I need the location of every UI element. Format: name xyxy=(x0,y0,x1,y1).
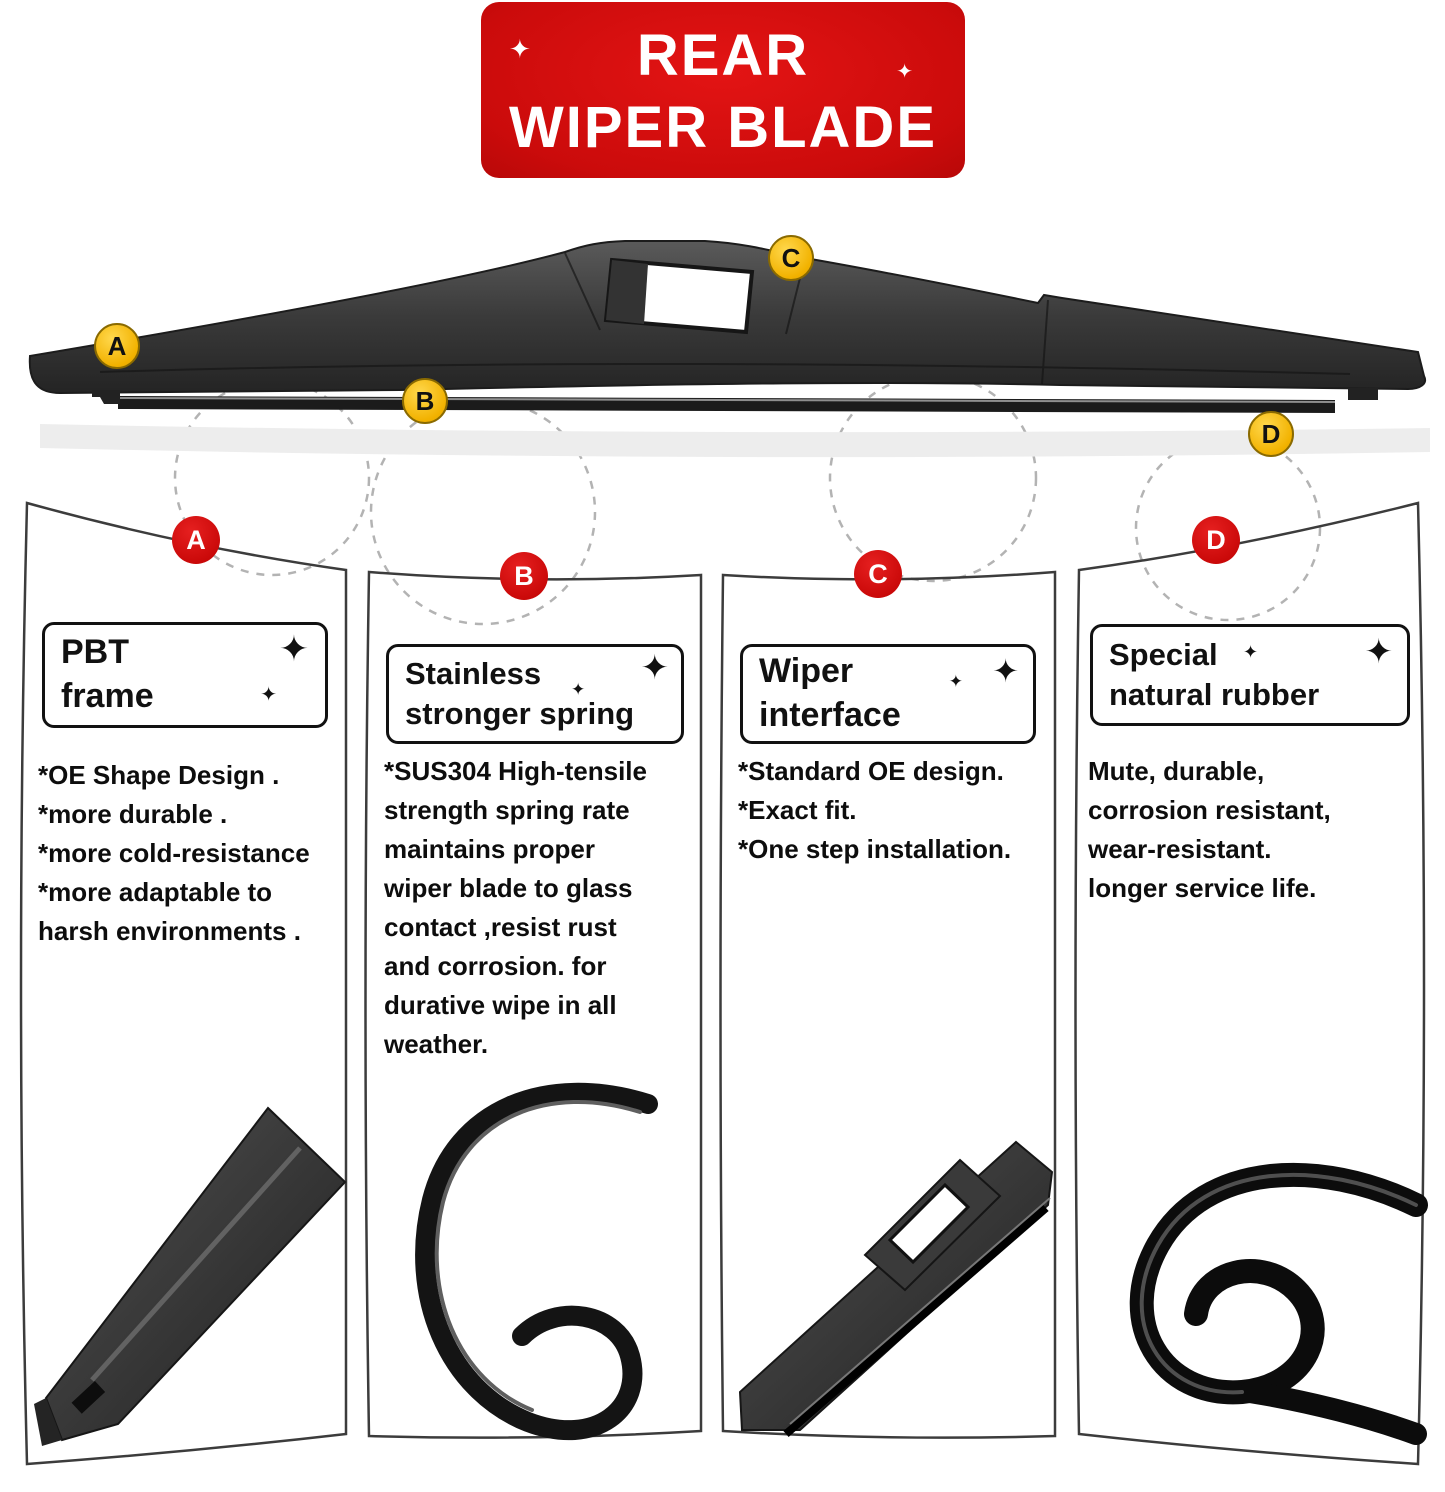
panel-c-border xyxy=(719,570,1057,1439)
blade-marker-d: D xyxy=(1248,411,1294,457)
sparkle-icon: ✦ xyxy=(948,672,963,691)
feature-description-d: Mute, durable, corrosion resistant, wear… xyxy=(1088,756,1331,903)
sparkle-icon: ✦ xyxy=(278,628,309,669)
sparkle-icon: ✦ xyxy=(640,649,670,687)
right-clip xyxy=(1348,388,1378,400)
photo-stainless-spring xyxy=(415,1082,658,1441)
wiper-blade-illustration xyxy=(28,240,1430,458)
panel-letter-badge-a: A xyxy=(172,516,220,564)
panel-letter-badge-d: D xyxy=(1192,516,1240,564)
panel-b-border xyxy=(364,570,703,1439)
blade-marker-b: B xyxy=(402,378,448,424)
feature-title-a: PBT frame xyxy=(61,633,154,715)
feature-title-d: Special natural rubber xyxy=(1109,637,1320,712)
bracket-post xyxy=(606,260,648,324)
blade-reflection xyxy=(40,424,1430,458)
photo-natural-rubber xyxy=(1129,1162,1428,1445)
header-title-line1: REAR xyxy=(636,23,810,88)
feature-description-c: *Standard OE design. *Exact fit. *One st… xyxy=(738,756,1012,864)
sparkle-icon: ✦ xyxy=(1364,633,1394,671)
panel-a-border xyxy=(19,501,348,1466)
feature-title-box-a: PBT frame ✦ ✦ xyxy=(42,622,328,728)
feature-title-box-c: Wiper interface ✦ ✦ xyxy=(740,644,1036,744)
sparkle-icon: ✦ xyxy=(992,653,1019,689)
feature-description-a: *OE Shape Design . *more durable . *more… xyxy=(38,760,310,946)
left-clip xyxy=(92,390,120,404)
sparkle-icon: ✦ xyxy=(896,61,913,83)
sparkle-icon: ✦ xyxy=(1243,642,1259,662)
dashed-circle-b xyxy=(369,398,597,626)
feature-title-box-b: Stainless stronger spring ✦ ✦ xyxy=(386,644,684,744)
header-badge: ✦ ✦ REAR WIPER BLADE xyxy=(481,2,965,178)
panel-letter-badge-c: C xyxy=(854,550,902,598)
sparkle-icon: ✦ xyxy=(571,680,586,699)
sparkle-icon: ✦ xyxy=(509,34,531,64)
feature-title-b: Stainless stronger spring xyxy=(405,656,635,731)
feature-title-c: Wiper interface xyxy=(759,652,901,734)
feature-description-b: *SUS304 High-tensile strength spring rat… xyxy=(384,756,647,1059)
photo-wiper-interface xyxy=(738,1140,1054,1438)
panel-d-border xyxy=(1074,501,1426,1466)
panel-letter-badge-b: B xyxy=(500,552,548,600)
feature-title-box-d: Special natural rubber ✦ ✦ xyxy=(1090,624,1410,726)
dashed-circle-a xyxy=(173,379,371,577)
blade-marker-c: C xyxy=(768,235,814,281)
header-title-line2: WIPER BLADE xyxy=(509,95,937,160)
panel-borders xyxy=(19,501,1426,1466)
sparkle-icon: ✦ xyxy=(260,684,277,706)
photo-pbt-frame xyxy=(34,1106,347,1446)
blade-marker-a: A xyxy=(94,323,140,369)
